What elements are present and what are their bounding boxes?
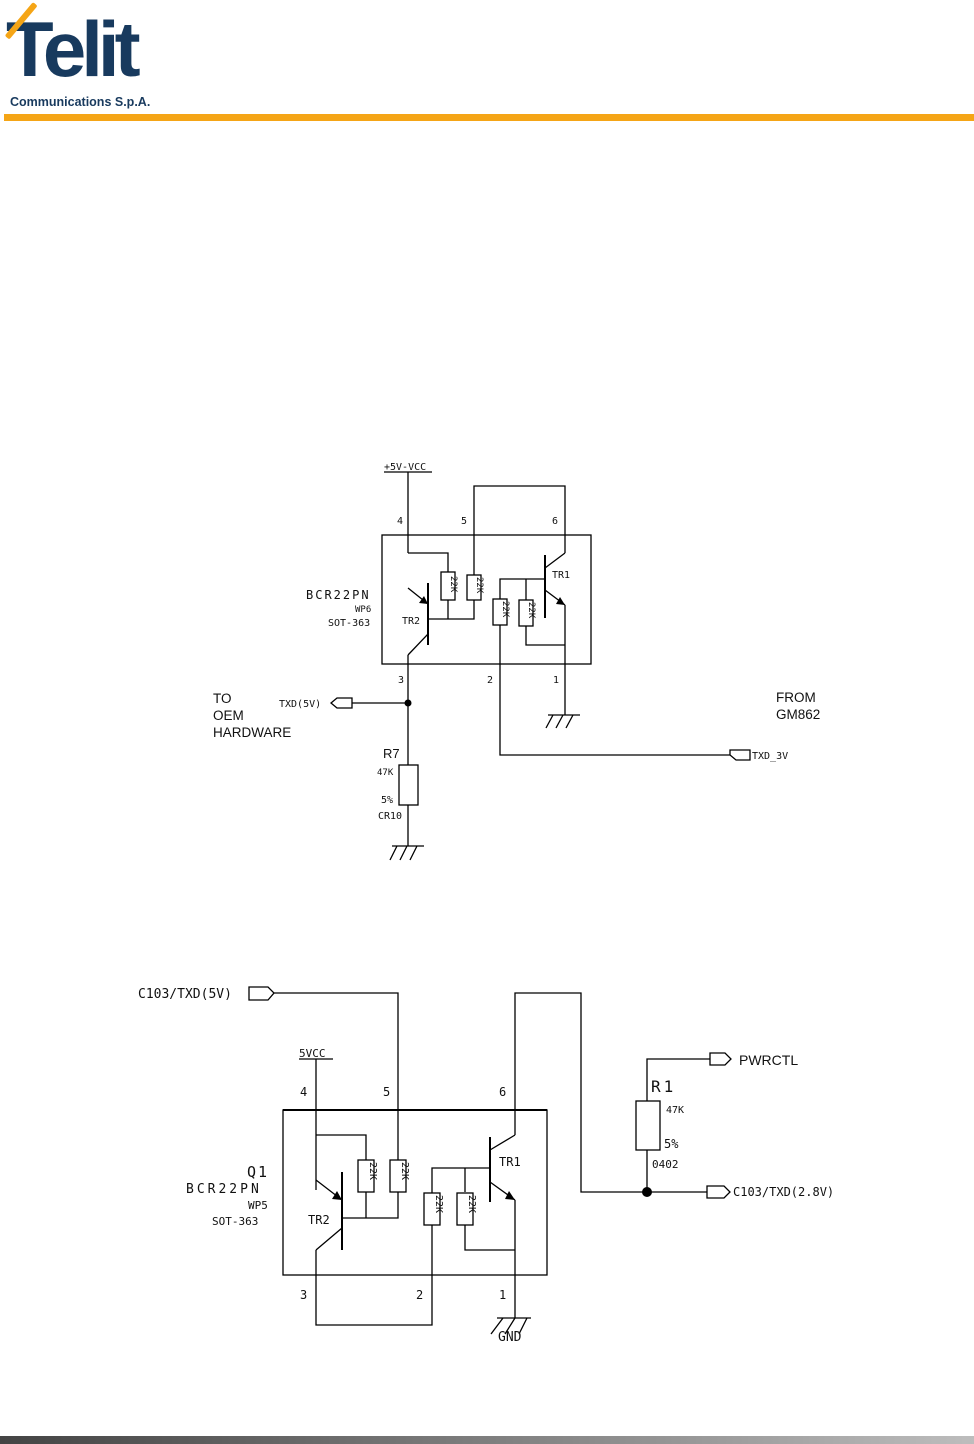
circuit-1: +5V-VCC BCR22PN WP6 SOT-363 4 5 6 3 2 1 … [213, 462, 820, 860]
c1-r7-ground-symbol [390, 846, 424, 860]
c1-pin-2: 2 [487, 675, 493, 686]
c1-part-label: BCR22PN [306, 588, 371, 602]
c1-resistor-22k-c-label: 22K [500, 601, 510, 618]
c1-pin-4: 4 [397, 516, 403, 527]
c2-resistor-22k-b-label: 22K [399, 1162, 410, 1180]
c1-left-label-line2: OEM [213, 708, 244, 723]
c2-supply-label: 5VCC [299, 1047, 326, 1060]
c2-output-label: C103/TXD(2.8V) [733, 1185, 834, 1199]
c1-tr1-arrow [556, 597, 565, 605]
c2-r1-resistor [636, 1101, 660, 1150]
c1-r7-resistor [399, 765, 418, 805]
c1-left-label-line3: HARDWARE [213, 725, 291, 740]
c2-tr1-label: TR1 [499, 1155, 521, 1169]
c1-txd5v-port [331, 698, 352, 708]
c2-part-label: BCR22PN [186, 1182, 262, 1197]
c1-r7-tolerance: 5% [381, 795, 393, 806]
c2-tr1-arrow [505, 1191, 515, 1200]
c1-pin-1: 1 [553, 675, 559, 686]
c1-r7-ref: R7 [383, 746, 400, 761]
c2-package-label: SOT-363 [212, 1215, 258, 1228]
c2-pin-4: 4 [300, 1085, 307, 1099]
c1-txd3v-port [730, 750, 750, 760]
c1-right-label-line1: FROM [776, 690, 816, 705]
c1-package-label: SOT-363 [328, 618, 370, 629]
c1-tr1-label: TR1 [552, 570, 570, 581]
c1-supply-wire [384, 472, 432, 553]
c2-tr2-arrow [332, 1191, 342, 1200]
c2-r1-footprint: 0402 [652, 1158, 679, 1171]
c2-input-label: C103/TXD(5V) [138, 987, 232, 1002]
c2-supply-wire [299, 1059, 333, 1190]
c2-pin-3: 3 [300, 1288, 307, 1302]
c2-tr2-bias-wires [316, 1135, 398, 1218]
c2-tr2-label: TR2 [308, 1213, 330, 1227]
c2-pin-2: 2 [416, 1288, 423, 1302]
c1-r7-value: 47K [377, 768, 394, 778]
c1-pin-5: 5 [461, 516, 467, 527]
c1-ground-symbol [546, 715, 580, 728]
c1-tr2-label: TR2 [402, 616, 420, 627]
c1-right-label-line2: GM862 [776, 707, 820, 722]
c2-input-port [249, 987, 274, 1000]
circuit-2: C103/TXD(5V) 5VCC Q1 BCR22PN WP5 SOT-363… [138, 987, 834, 1345]
c2-resistor-22k-c-label: 22K [433, 1195, 444, 1213]
c1-txd3v-label: TXD_3V [752, 751, 788, 762]
c1-resistor-22k-d-label: 22K [526, 602, 536, 619]
c1-resistor-22k-a-label: 22K [448, 576, 458, 593]
c2-r1-ref: R1 [651, 1077, 676, 1096]
c1-package-code: WP6 [355, 605, 371, 615]
c1-pin-6: 6 [552, 516, 558, 527]
c2-package-code: WP5 [248, 1199, 268, 1212]
c2-ground-label: GND [498, 1330, 522, 1345]
c1-resistor-22k-b-label: 22K [474, 577, 484, 594]
c1-pin-3: 3 [398, 675, 404, 686]
c2-pin-1: 1 [499, 1288, 506, 1302]
c2-r1-tolerance: 5% [664, 1137, 679, 1151]
c2-ref-label: Q1 [247, 1163, 269, 1181]
c1-pin5-pin6-wire [474, 486, 565, 575]
c2-pwrctl-port [710, 1053, 731, 1065]
c2-pin-5: 5 [383, 1085, 390, 1099]
c1-left-label-line1: TO [213, 691, 232, 706]
c2-resistor-22k-d-label: 22K [466, 1195, 477, 1213]
c2-resistor-22k-a-label: 22K [367, 1162, 378, 1180]
c2-output-port [707, 1186, 730, 1198]
c2-pin-6: 6 [499, 1085, 506, 1099]
c2-pwrctl-label: PWRCTL [739, 1052, 798, 1068]
c1-r7-footprint: CR10 [378, 811, 402, 822]
c1-txd5v-label: TXD(5V) [279, 699, 321, 710]
c2-r1-value: 47K [666, 1105, 684, 1116]
